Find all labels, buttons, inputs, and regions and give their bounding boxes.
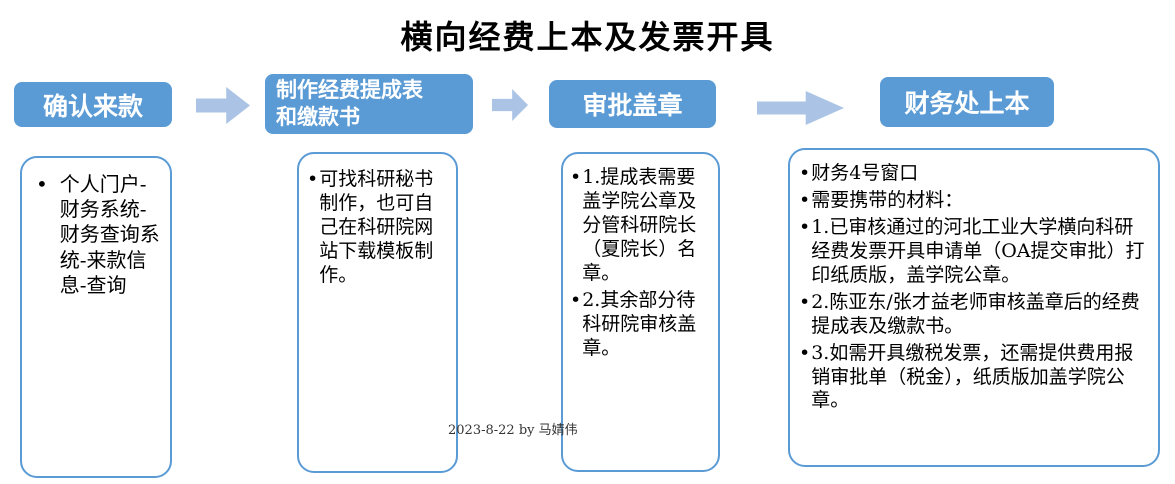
flow-arrow-icon [757,91,844,125]
detail-text: 2.其余部分待科研院审核盖章。 [582,288,697,359]
bullet-marker: • [36,172,48,196]
step-detail-box-make-documents: • 可找科研秘书制作，也可自己在科研院网站下载模板制作。 [297,152,458,473]
bullet-marker: • [799,162,811,184]
step-header-label: 财务处上本 [904,89,1030,118]
step-header-label: 制作经费提成表和缴款书 [276,77,423,129]
step-header-confirm-payment: 确认来款 [14,82,172,127]
flow-arrow-icon [492,89,528,121]
detail-text: 个人门户-财务系统-财务查询系统-来款信息-查询 [59,172,160,297]
detail-text: 3.如需开具缴税发票，还需提供费用报销审批单（税金），纸质版加盖学院公章。 [811,341,1134,412]
detail-text: 需要携带的材料： [811,188,964,211]
list-item: • 2.其余部分待科研院审核盖章。 [570,289,714,361]
list-item: • 需要携带的材料： [799,189,1152,213]
step-detail-box-confirm-payment: • 个人门户-财务系统-财务查询系统-来款信息-查询 [20,156,172,478]
bullet-marker: • [799,215,811,238]
detail-text: 1.提成表需要盖学院公章及分管科研院长（夏院长）名章。 [582,166,697,284]
step-header-approval-stamp: 审批盖章 [549,80,716,128]
page-title: 横向经费上本及发票开具 [400,18,775,56]
bullet-marker: • [570,288,582,311]
detail-text: 可找科研秘书制作，也可自己在科研院网站下载模板制作。 [319,168,434,286]
list-item: • 3.如需开具缴税发票，还需提供费用报销审批单（税金），纸质版加盖学院公章。 [799,342,1152,414]
list-item: • 个人门户-财务系统-财务查询系统-来款信息-查询 [36,172,164,298]
list-item: • 2.陈亚东/张才益老师审核盖章后的经费提成表及缴款书。 [799,291,1152,339]
bullet-marker: • [799,341,811,364]
detail-text: 1.已审核通过的河北工业大学横向科研经费发票开具申请单（OA提交审批）打印纸质版… [811,215,1145,286]
list-item: • 1.已审核通过的河北工业大学横向科研经费发票开具申请单（OA提交审批）打印纸… [799,216,1152,288]
flow-arrow-icon [196,87,250,124]
bullet-marker: • [307,168,319,190]
detail-text: 财务4号窗口 [811,162,919,184]
list-item: • 财务4号窗口 [799,162,1152,186]
step-detail-box-finance-office: • 财务4号窗口 • 需要携带的材料： • 1.已审核通过的河北工业大学横向科研… [788,148,1160,467]
list-item: • 可找科研秘书制作，也可自己在科研院网站下载模板制作。 [307,168,452,288]
step-header-finance-office: 财务处上本 [880,77,1054,127]
bullet-marker: • [570,166,582,188]
step-detail-box-approval-stamp: • 1.提成表需要盖学院公章及分管科研院长（夏院长）名章。 • 2.其余部分待科… [561,152,720,472]
bullet-marker: • [799,290,811,313]
step-header-make-documents: 制作经费提成表和缴款书 [265,74,473,134]
detail-text: 2.陈亚东/张才益老师审核盖章后的经费提成表及缴款书。 [811,290,1140,337]
bullet-marker: • [799,188,811,211]
step-header-label: 审批盖章 [582,91,683,120]
credit-text: 2023-8-22 by 马婧伟 [448,423,578,438]
list-item: • 1.提成表需要盖学院公章及分管科研院长（夏院长）名章。 [570,166,714,286]
step-header-label: 确认来款 [42,91,143,121]
